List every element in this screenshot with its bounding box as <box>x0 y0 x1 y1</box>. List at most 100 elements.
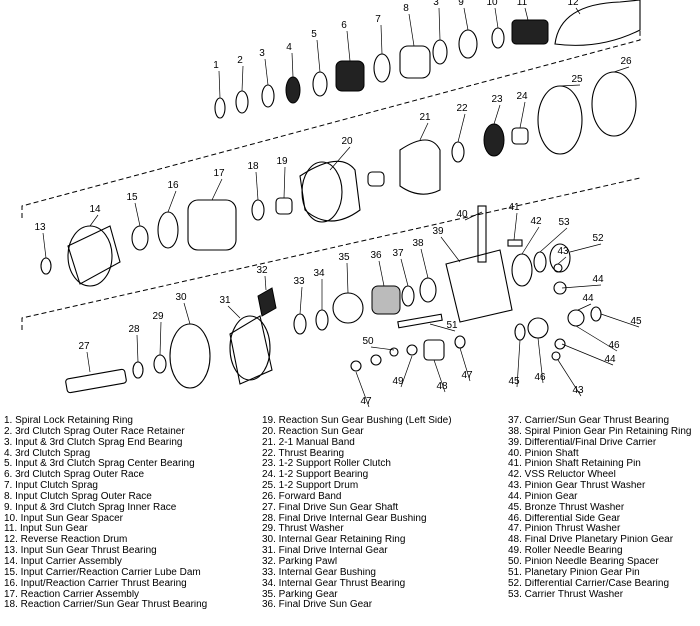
callout-leader-33 <box>299 286 303 315</box>
callout-3: 3 <box>259 48 265 59</box>
part-6 <box>335 60 365 92</box>
callout-5: 5 <box>311 29 317 40</box>
legend-item: 51. Planetary Pinion Gear Pin <box>508 567 640 578</box>
callout-leaders <box>42 7 640 408</box>
part-39 <box>445 249 513 323</box>
legend-item: 38. Spiral Pinion Gear Pin Retaining Rin… <box>508 426 692 437</box>
callout-6: 6 <box>341 20 347 31</box>
part-49a <box>370 354 382 366</box>
legend-item: 5. Input & 3rd Clutch Sprag Center Beari… <box>4 459 195 470</box>
callout-leader-49 <box>400 355 413 388</box>
callout-leader-47 <box>459 347 471 382</box>
part-42 <box>511 253 533 287</box>
callout-leader-4 <box>291 52 294 78</box>
callout-leader-7 <box>380 24 383 55</box>
callout-leader-1 <box>218 70 221 99</box>
legend-item: 34. Internal Gear Thrust Bearing <box>262 578 406 589</box>
callout-leader-44 <box>577 303 592 311</box>
callout-18: 18 <box>247 161 259 172</box>
part-14 <box>67 225 121 285</box>
callout-leader-17 <box>211 178 223 201</box>
part-28 <box>132 361 144 379</box>
callout-leader-18 <box>255 171 259 201</box>
callout-43: 43 <box>557 246 569 257</box>
part-33 <box>293 313 307 335</box>
legend-item: 53. Carrier Thrust Washer <box>508 589 624 600</box>
callout-leader-23 <box>493 104 501 125</box>
part-11 <box>511 19 549 45</box>
callout-44: 44 <box>582 293 594 304</box>
callout-7: 7 <box>375 14 381 25</box>
legend-item: 19. Reaction Sun Gear Bushing (Left Side… <box>262 416 452 426</box>
callout-leader-39 <box>440 236 461 263</box>
callout-leader-52 <box>569 243 602 253</box>
callout-1: 1 <box>213 60 219 71</box>
part-24 <box>511 127 529 145</box>
callout-48: 48 <box>436 381 448 392</box>
section-divider-top <box>21 18 641 218</box>
callout-40: 40 <box>456 209 468 220</box>
legend-item: 48. Final Drive Planetary Pinion Gear <box>508 535 674 546</box>
legend-item: 30. Internal Gear Retaining Ring <box>262 535 406 546</box>
part-20 <box>299 160 361 222</box>
part-40 <box>477 205 487 263</box>
callout-leader-38 <box>420 248 429 279</box>
callout-leader-31 <box>227 305 241 319</box>
callout-42: 42 <box>530 216 542 227</box>
callout-13: 13 <box>34 222 46 233</box>
part-50 <box>389 347 399 357</box>
callout-leader-45 <box>600 313 640 328</box>
callout-leader-19 <box>283 166 286 199</box>
callout-2: 2 <box>237 55 243 66</box>
part-21 <box>399 139 441 195</box>
part-36 <box>371 285 401 315</box>
part-1 <box>214 97 226 119</box>
part-13 <box>40 257 52 275</box>
callout-leader-11 <box>524 7 529 21</box>
legend-item: 40. Pinion Shaft <box>508 448 579 459</box>
part-31-face <box>229 315 271 381</box>
callout-leader-30 <box>183 302 191 325</box>
callout-4: 4 <box>286 42 292 53</box>
callout-15: 15 <box>126 192 138 203</box>
callout-leader-15 <box>134 202 141 227</box>
callout-leader-21 <box>419 122 429 141</box>
part-20-face <box>301 161 343 223</box>
legend-item: 31. Final Drive Internal Gear <box>262 546 388 557</box>
legend-item: 42. VSS Reluctor Wheel <box>508 470 616 481</box>
callout-28: 28 <box>128 324 140 335</box>
callout-leader-10 <box>494 7 499 29</box>
callout-leader-25 <box>559 84 581 87</box>
part-43a <box>553 263 563 273</box>
callout-33: 33 <box>293 276 305 287</box>
legend-item: 1. Spiral Lock Retaining Ring <box>4 416 133 426</box>
callout-38: 38 <box>412 238 424 249</box>
legend-item: 2. 3rd Clutch Sprag Outer Race Retainer <box>4 426 185 437</box>
part-9 <box>458 29 478 59</box>
callout-leader-3 <box>438 7 441 41</box>
callout-26: 26 <box>620 56 632 67</box>
callout-31: 31 <box>219 295 231 306</box>
callout-35: 35 <box>338 252 350 263</box>
callout-3: 3 <box>433 0 439 8</box>
callout-leader-45 <box>516 339 521 388</box>
legend-item: 52. Differential Carrier/Case Bearing <box>508 578 670 589</box>
callout-leader-13 <box>42 232 47 259</box>
callout-8: 8 <box>403 3 409 14</box>
part-53 <box>533 251 547 273</box>
part-4 <box>285 76 301 104</box>
callout-leader-47 <box>355 371 370 408</box>
part-19 <box>275 197 293 215</box>
callout-leader-14 <box>89 214 99 227</box>
part-45a <box>514 323 526 341</box>
callout-leader-40 <box>464 211 483 221</box>
callout-leader-46 <box>537 337 544 384</box>
legend-item: 36. Final Drive Sun Gear <box>262 600 373 611</box>
legend-item: 3. Input & 3rd Clutch Sprag End Bearing <box>4 437 183 448</box>
legend-item: 43. Pinion Gear Thrust Washer <box>508 481 646 492</box>
legend-item: 16. Input/Reaction Carrier Thrust Bearin… <box>4 578 187 589</box>
legend-item: 23. 1-2 Support Roller Clutch <box>262 459 391 470</box>
legend-item: 18. Reaction Carrier/Sun Gear Thrust Bea… <box>4 600 208 611</box>
